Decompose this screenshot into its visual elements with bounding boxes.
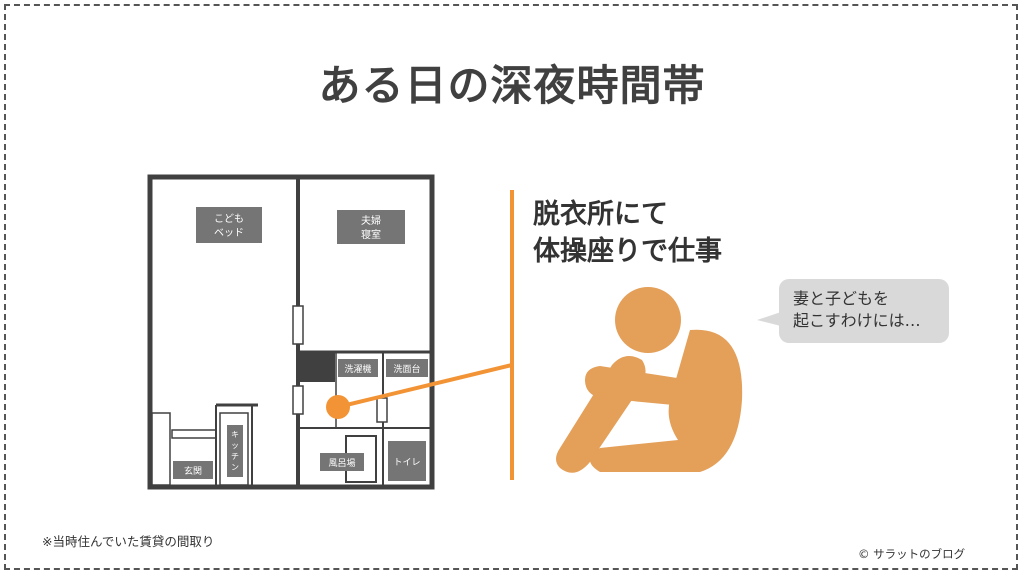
room-label-kitchen-4: ン <box>231 463 239 472</box>
footnote: ※当時住んでいた賃貸の間取り <box>42 534 215 549</box>
caption-line-2: 体操座りで仕事 <box>533 236 722 267</box>
entrance-step <box>151 412 171 486</box>
room-label-kitchen-2: ッ <box>231 441 239 450</box>
label-bg-entrance <box>173 461 213 479</box>
dashed-frame <box>4 4 1018 570</box>
room-label-bath: 風呂場 <box>328 457 355 469</box>
door-lower <box>292 385 304 415</box>
wash-door <box>376 397 388 423</box>
entrance-mat <box>171 429 217 439</box>
copyright: © サラットのブログ <box>858 547 966 561</box>
page-title: ある日の深夜時間帯 <box>318 61 706 110</box>
label-bg-master-bedroom <box>337 210 405 244</box>
room-label-kitchen-1: キ <box>231 430 239 439</box>
caption-line-1: 脱衣所にて <box>533 199 668 230</box>
speech-bubble: 妻と子どもを 起こすわけには… <box>779 279 949 343</box>
room-label-washbasin: 洗面台 <box>393 363 420 375</box>
room-label-kids-bed-1: こども <box>214 213 244 225</box>
label-bg-kitchen <box>227 425 243 477</box>
room-label-master-bedroom-1: 夫婦 <box>361 215 381 227</box>
room-label-kitchen-3: チ <box>231 452 239 461</box>
label-bg-bath <box>320 453 364 471</box>
label-bg-washing-machine <box>338 359 378 377</box>
room-label-washing-machine: 洗濯機 <box>344 363 371 375</box>
speech-bubble-line-2: 起こすわけには… <box>793 311 921 330</box>
label-bg-toilet <box>388 441 426 481</box>
room-label-kids-bed-2: ベッド <box>214 227 244 239</box>
room-label-master-bedroom-2: 寝室 <box>361 228 381 241</box>
caption: 脱衣所にて 体操座りで仕事 <box>533 196 722 270</box>
room-label-toilet: トイレ <box>393 458 420 468</box>
label-bg-washbasin <box>386 359 428 377</box>
speech-bubble-line-1: 妻と子どもを <box>793 289 890 308</box>
room-label-entrance: 玄関 <box>184 465 202 477</box>
speech-bubble-tail <box>757 312 781 326</box>
pointer-line <box>337 363 513 409</box>
outer-wall <box>147 174 435 490</box>
door-upper <box>292 305 304 345</box>
closet-block <box>299 352 335 382</box>
location-marker-icon <box>326 395 350 419</box>
person-sitting-hugging-knees-icon <box>556 287 743 473</box>
label-bg-kids-bed <box>196 207 262 243</box>
